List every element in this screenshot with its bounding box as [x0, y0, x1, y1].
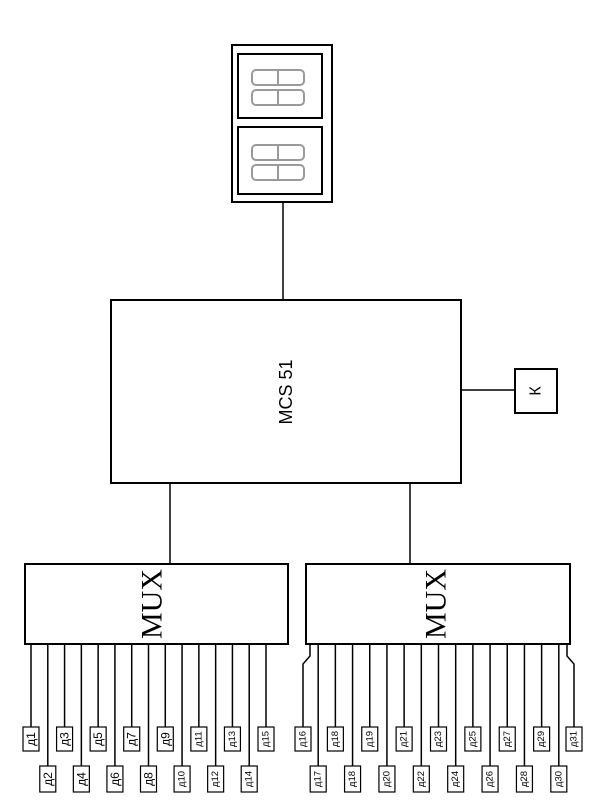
sensor-label: д29 — [536, 731, 547, 747]
sensor-label-box — [89, 726, 107, 752]
sensor-label: д20 — [381, 771, 392, 787]
sensor-label: д18 — [347, 771, 358, 787]
sensor-inputs-left: д1 д2 д3 д4 д5 д6 д7 д8 д9 д10 д11 д12 д13 д14 д15 — [22, 644, 275, 793]
sensor-label: д26 — [485, 771, 496, 787]
sensor-input-wire — [566, 644, 575, 727]
sensor-label-box — [156, 726, 174, 752]
key-block: К — [514, 368, 558, 414]
sensor-label: д4 — [74, 772, 88, 786]
sensor-label: д17 — [313, 771, 324, 787]
sensor-label-box — [395, 726, 413, 752]
sensor-label: д22 — [416, 771, 427, 787]
sensor-label-box — [223, 726, 242, 752]
processor-label: MCS 51 — [276, 359, 296, 424]
sensor-label: д10 — [177, 771, 188, 787]
mux-right-block: MUX — [305, 563, 571, 645]
mux-right-frame — [305, 563, 571, 645]
sensor-label: д18 — [330, 731, 341, 747]
processor-frame — [110, 299, 462, 484]
mux-left-block: MUX — [24, 563, 289, 645]
sensor-label: д14 — [244, 771, 255, 787]
sensor-label-box — [429, 726, 448, 752]
mux-left-label: MUX — [136, 569, 169, 639]
processor-block: MCS 51 — [110, 299, 462, 484]
sensor-label: д24 — [450, 771, 461, 787]
sensor-input-wire — [302, 644, 311, 727]
sensor-label: д6 — [108, 772, 122, 786]
sensor-label: д13 — [227, 731, 238, 747]
sensor-label-box — [294, 726, 312, 752]
sensor-label: д5 — [91, 732, 105, 746]
sensor-label-box — [464, 726, 482, 752]
sensor-label-box — [39, 765, 57, 793]
sensor-label-box — [533, 726, 551, 752]
seven-segment-digits — [251, 69, 305, 181]
sensor-label-box — [72, 765, 90, 793]
sensor-label: д21 — [399, 731, 410, 747]
sensor-label: д19 — [364, 731, 375, 747]
sensor-label-box — [515, 765, 534, 793]
sensor-label-box — [378, 765, 396, 793]
sensor-label-box — [309, 765, 327, 793]
sensor-label: д7 — [125, 732, 139, 746]
sensor-label-box — [481, 765, 499, 793]
sensor-label-box — [343, 765, 362, 793]
sensor-label-box — [412, 765, 430, 793]
sensor-label-box — [240, 765, 258, 793]
sensor-label-box — [257, 726, 275, 752]
sensor-label: д8 — [142, 772, 156, 786]
sensor-label: д9 — [158, 732, 172, 746]
sensor-label: д12 — [210, 771, 221, 787]
sensor-label: д11 — [193, 731, 204, 746]
sensor-label-box — [22, 726, 40, 752]
sensor-inputs-right: д16 д17 д18 д18 д19 д20 д21 д22 д23 д24 д25 д26 д27 д… — [294, 644, 583, 793]
sensor-label-box — [447, 765, 465, 793]
sensor-label: д2 — [41, 772, 55, 786]
key-frame — [514, 368, 558, 414]
sensor-label: д23 — [433, 731, 444, 747]
sensor-label-box — [55, 726, 74, 752]
sensor-label-box — [326, 726, 344, 752]
sensor-label-box — [173, 765, 191, 793]
sensor-label-box — [565, 726, 583, 752]
sensor-label: д1 — [24, 732, 38, 746]
sensor-label: д25 — [467, 731, 478, 747]
sensor-label-box — [123, 726, 141, 752]
sensor-label: д30 — [553, 771, 564, 787]
sensor-label-box — [361, 726, 379, 752]
sensor-label: д31 — [569, 731, 580, 747]
sensor-label: д16 — [298, 731, 309, 747]
sensor-label: д28 — [519, 771, 530, 787]
sensor-label-box — [207, 765, 225, 793]
sensor-label-box — [139, 765, 158, 793]
sensor-label: д3 — [58, 732, 72, 746]
sensor-label-box — [498, 726, 516, 752]
sensor-label: д15 — [261, 731, 272, 747]
sensor-label-box — [190, 726, 208, 752]
sensor-label-box — [550, 765, 568, 793]
display-unit — [231, 44, 333, 203]
sensor-label: д27 — [502, 731, 513, 747]
key-label: К — [528, 386, 545, 396]
mux-left-frame — [24, 563, 289, 645]
sensor-label-box — [106, 765, 124, 793]
mux-right-label: MUX — [420, 569, 453, 639]
